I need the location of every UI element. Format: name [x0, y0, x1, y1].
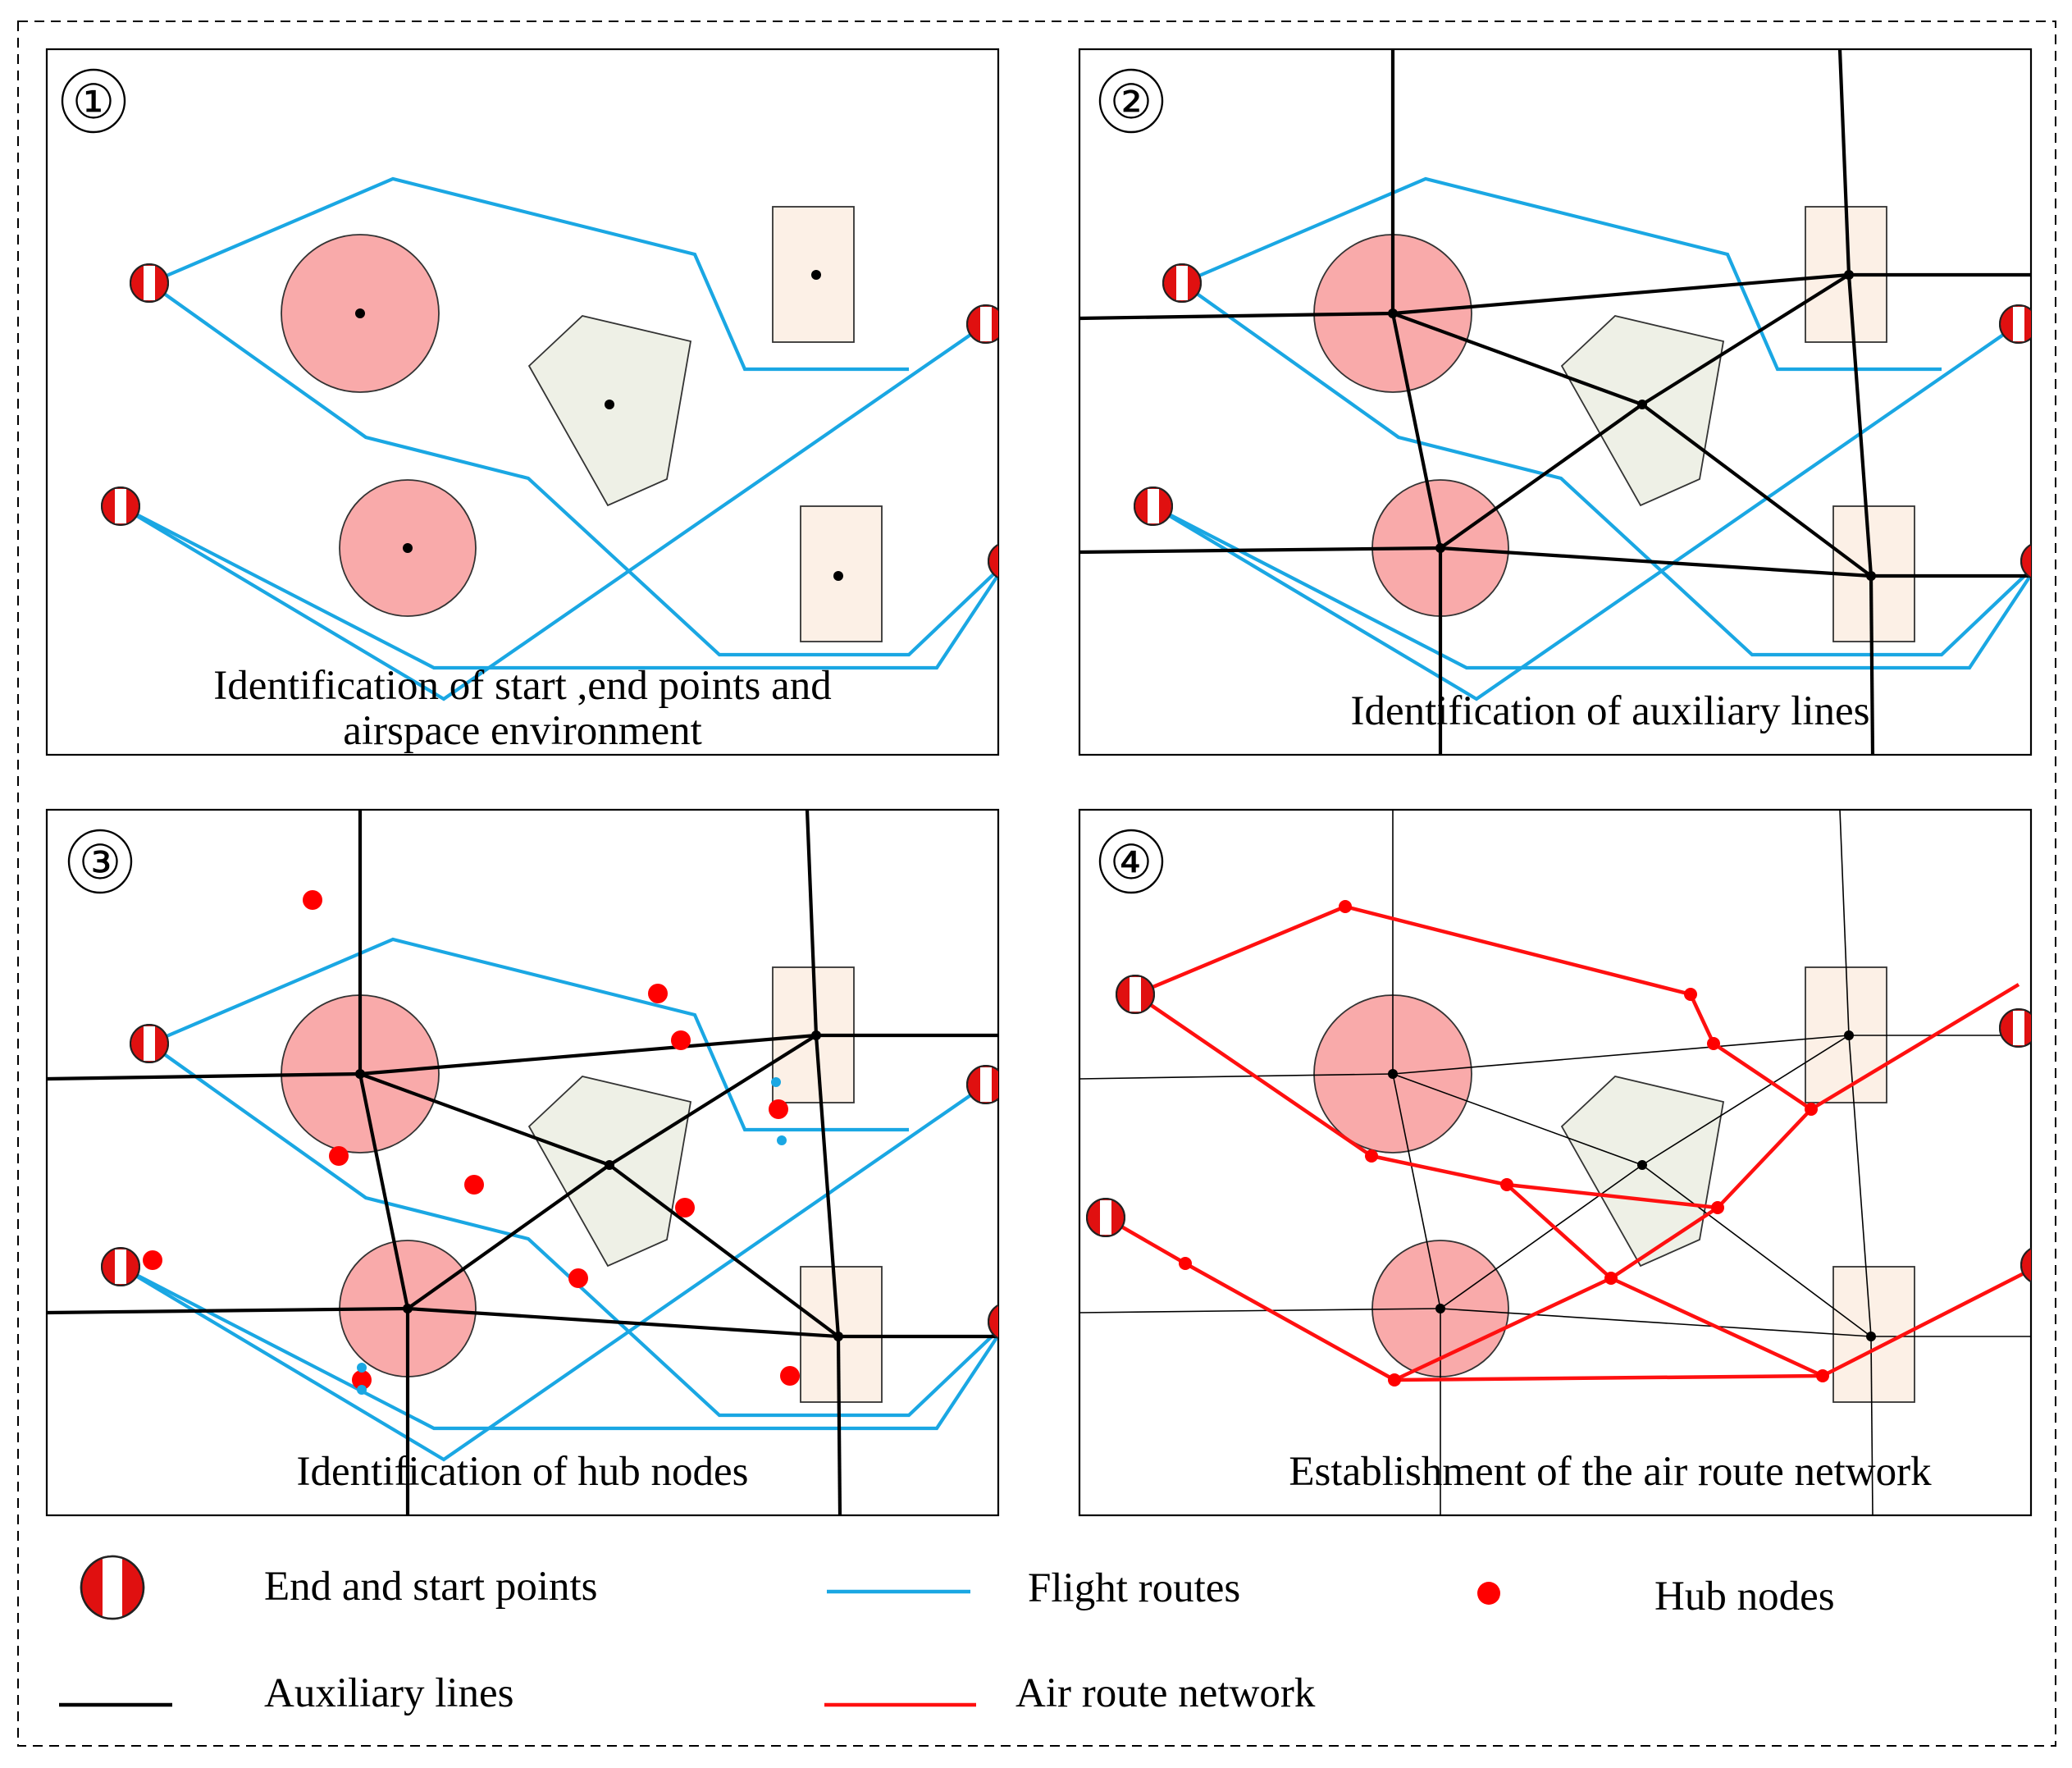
panel-number-4: ④ — [1098, 829, 1164, 894]
panel-4: ④ Establishment of the air route network — [1078, 808, 2033, 1517]
legend-flight-routes-label: Flight routes — [1028, 1565, 1240, 1611]
svg-text:④: ④ — [1110, 836, 1152, 889]
legend: End and start points Flight routes Hub n… — [59, 1555, 1835, 1716]
svg-text:①: ① — [72, 75, 115, 129]
panel-4-caption: Establishment of the air route network — [1289, 1449, 1932, 1495]
legend-air-route-network-label: Air route network — [1015, 1670, 1316, 1716]
panel-1-caption-line-1: Identification of start ,end points and — [213, 663, 831, 709]
panel-1: ① Identification of start ,end points an… — [45, 48, 1000, 756]
panel-2-caption: Identification of auxiliary lines — [1350, 688, 1869, 734]
legend-endpoints-label: End and start points — [264, 1564, 598, 1610]
legend-hub-nodes-label: Hub nodes — [1654, 1574, 1835, 1620]
outer-dashed-frame — [17, 21, 2056, 1747]
network-nodes-panel-4 — [1179, 900, 1829, 1387]
panel-number-2: ② — [1098, 68, 1164, 134]
panel-number-1: ① — [61, 68, 126, 134]
legend-auxiliary-lines-label: Auxiliary lines — [264, 1670, 514, 1716]
panel-3-caption: Identification of hub nodes — [297, 1449, 749, 1495]
panel-2: ② Identification of auxiliary lines — [1078, 48, 2033, 756]
svg-text:③: ③ — [79, 836, 121, 889]
hub-nodes-panel-3 — [143, 890, 800, 1390]
panel-number-3: ③ — [67, 829, 133, 894]
legend-endpoint-icon — [80, 1555, 145, 1620]
panel-3: ③ Identification of hub nodes — [45, 808, 1000, 1517]
svg-text:②: ② — [1110, 75, 1152, 129]
panel-1-caption-line-2: airspace environment — [343, 708, 702, 754]
legend-hub-node-icon — [1477, 1582, 1500, 1605]
route-crossings-panel-3 — [357, 1077, 787, 1395]
